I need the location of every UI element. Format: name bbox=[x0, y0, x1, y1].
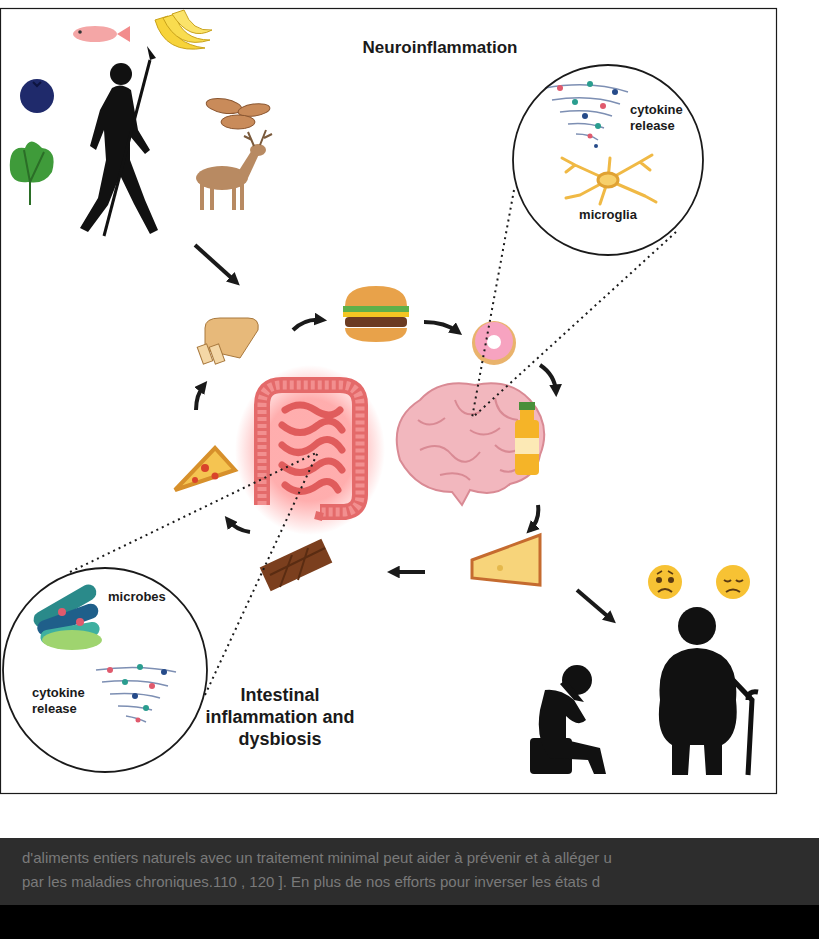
blueberry bbox=[20, 79, 54, 113]
cheese bbox=[472, 535, 540, 585]
circle-border bbox=[3, 568, 207, 772]
microbes bbox=[31, 582, 102, 650]
arrow bbox=[195, 245, 236, 282]
callout-circle: microbes cytokine release bbox=[2, 567, 208, 773]
microglia bbox=[562, 155, 656, 204]
circle-outline bbox=[512, 64, 704, 256]
sad-people bbox=[530, 607, 758, 775]
donut bbox=[472, 321, 516, 365]
lettuce bbox=[10, 142, 54, 206]
leader-lines bbox=[70, 190, 676, 695]
circle-label: microglia bbox=[568, 207, 648, 222]
circle-label: cytokine release bbox=[32, 685, 96, 717]
black-band bbox=[0, 905, 819, 939]
callout-circle: cytokine release microglia bbox=[512, 64, 704, 256]
emoji bbox=[648, 565, 750, 599]
frame bbox=[1, 9, 777, 794]
gut bbox=[235, 365, 385, 535]
circle-outline bbox=[2, 567, 208, 773]
burger bbox=[343, 286, 409, 342]
cytokine-swirl bbox=[96, 664, 176, 723]
caption-text: d'aliments entiers naturels avec un trai… bbox=[22, 849, 812, 866]
cytokine-swirl bbox=[545, 81, 628, 148]
deer bbox=[196, 130, 272, 210]
bread bbox=[197, 318, 258, 364]
caveman bbox=[80, 46, 158, 236]
circle-label: microbes bbox=[108, 589, 188, 604]
region-label: Intestinal inflammation and dysbiosis bbox=[190, 684, 370, 750]
chocolate bbox=[260, 539, 333, 591]
text-band bbox=[0, 838, 819, 905]
pizza bbox=[175, 448, 235, 490]
cycle-arrows bbox=[196, 320, 612, 620]
banana bbox=[155, 10, 212, 49]
fish bbox=[73, 26, 130, 42]
diagram-title: Neuroinflammation bbox=[330, 38, 550, 58]
circle-border bbox=[513, 65, 703, 255]
juice bbox=[515, 402, 539, 475]
nuts bbox=[205, 96, 271, 129]
brain bbox=[397, 383, 545, 505]
circle-label: cytokine release bbox=[630, 102, 692, 134]
caption-text: par les maladies chroniques.110 , 120 ].… bbox=[22, 873, 812, 890]
